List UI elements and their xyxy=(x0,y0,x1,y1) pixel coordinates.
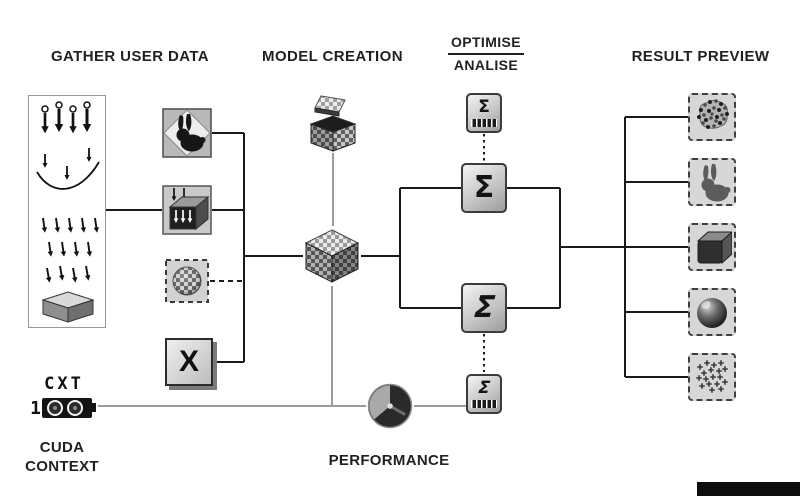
heading-result-preview: RESULT PREVIEW xyxy=(631,48,770,65)
voxel-cube-icon xyxy=(303,227,361,285)
sigma-measure-icon: Σ xyxy=(466,93,502,133)
performance-gauge-icon xyxy=(367,383,413,429)
bunny-mesh-icon xyxy=(162,108,212,158)
sphere-result-icon xyxy=(688,288,736,336)
box-arrows-sketch xyxy=(41,264,95,323)
volume-forces-icon xyxy=(162,185,212,235)
sigma-icon: Σ xyxy=(461,163,507,213)
plus-points-icon xyxy=(688,353,736,401)
heading-gather-user-data: GATHER USER DATA xyxy=(50,48,210,65)
gpu-card-icon xyxy=(41,398,96,418)
user-data-sketch-panel xyxy=(28,95,106,328)
cube-result-icon xyxy=(688,223,736,271)
sigma-glyph: Σ xyxy=(478,97,490,117)
sigma-skewed-glyph: Σ xyxy=(468,290,500,325)
watermark-bar xyxy=(697,482,800,496)
x-glyph: X xyxy=(178,345,199,378)
implicit-sphere-icon xyxy=(164,258,210,304)
sketches-svg xyxy=(36,101,101,323)
heading-optimise-analise: OPTIMISE ANALISE xyxy=(440,34,532,73)
sigma-glyph: Σ xyxy=(473,170,495,205)
label-context: CONTEXT xyxy=(25,458,99,475)
exploded-cube-icon xyxy=(305,94,361,152)
cxt-text: CXT xyxy=(44,374,84,394)
pin-arrows-sketch xyxy=(39,101,93,135)
cuda-digit: 1 xyxy=(30,397,41,419)
label-performance: PERFORMANCE xyxy=(328,452,450,469)
sigma-skewed-icon: Σ xyxy=(461,283,507,333)
heading-model-creation: MODEL CREATION xyxy=(262,48,403,65)
ruler-scale xyxy=(471,400,497,408)
cuda-context-icon: CXT 1 xyxy=(30,374,98,421)
heading-analise: ANALISE xyxy=(453,57,519,73)
arrow-field-sketch xyxy=(39,216,101,258)
curve-arrows-sketch xyxy=(36,147,100,190)
label-cuda: CUDA xyxy=(39,439,85,456)
bunny-result-icon xyxy=(688,158,736,206)
sigma-skewed-glyph: Σ xyxy=(475,378,493,398)
ruler-scale xyxy=(471,119,497,127)
heading-optimise: OPTIMISE xyxy=(447,34,525,55)
label-cuda-context: CUDA CONTEXT xyxy=(16,438,108,476)
sigma-measure-skewed-icon: Σ xyxy=(466,374,502,414)
point-cloud-icon xyxy=(688,93,736,141)
x-function-icon: X xyxy=(165,338,213,386)
